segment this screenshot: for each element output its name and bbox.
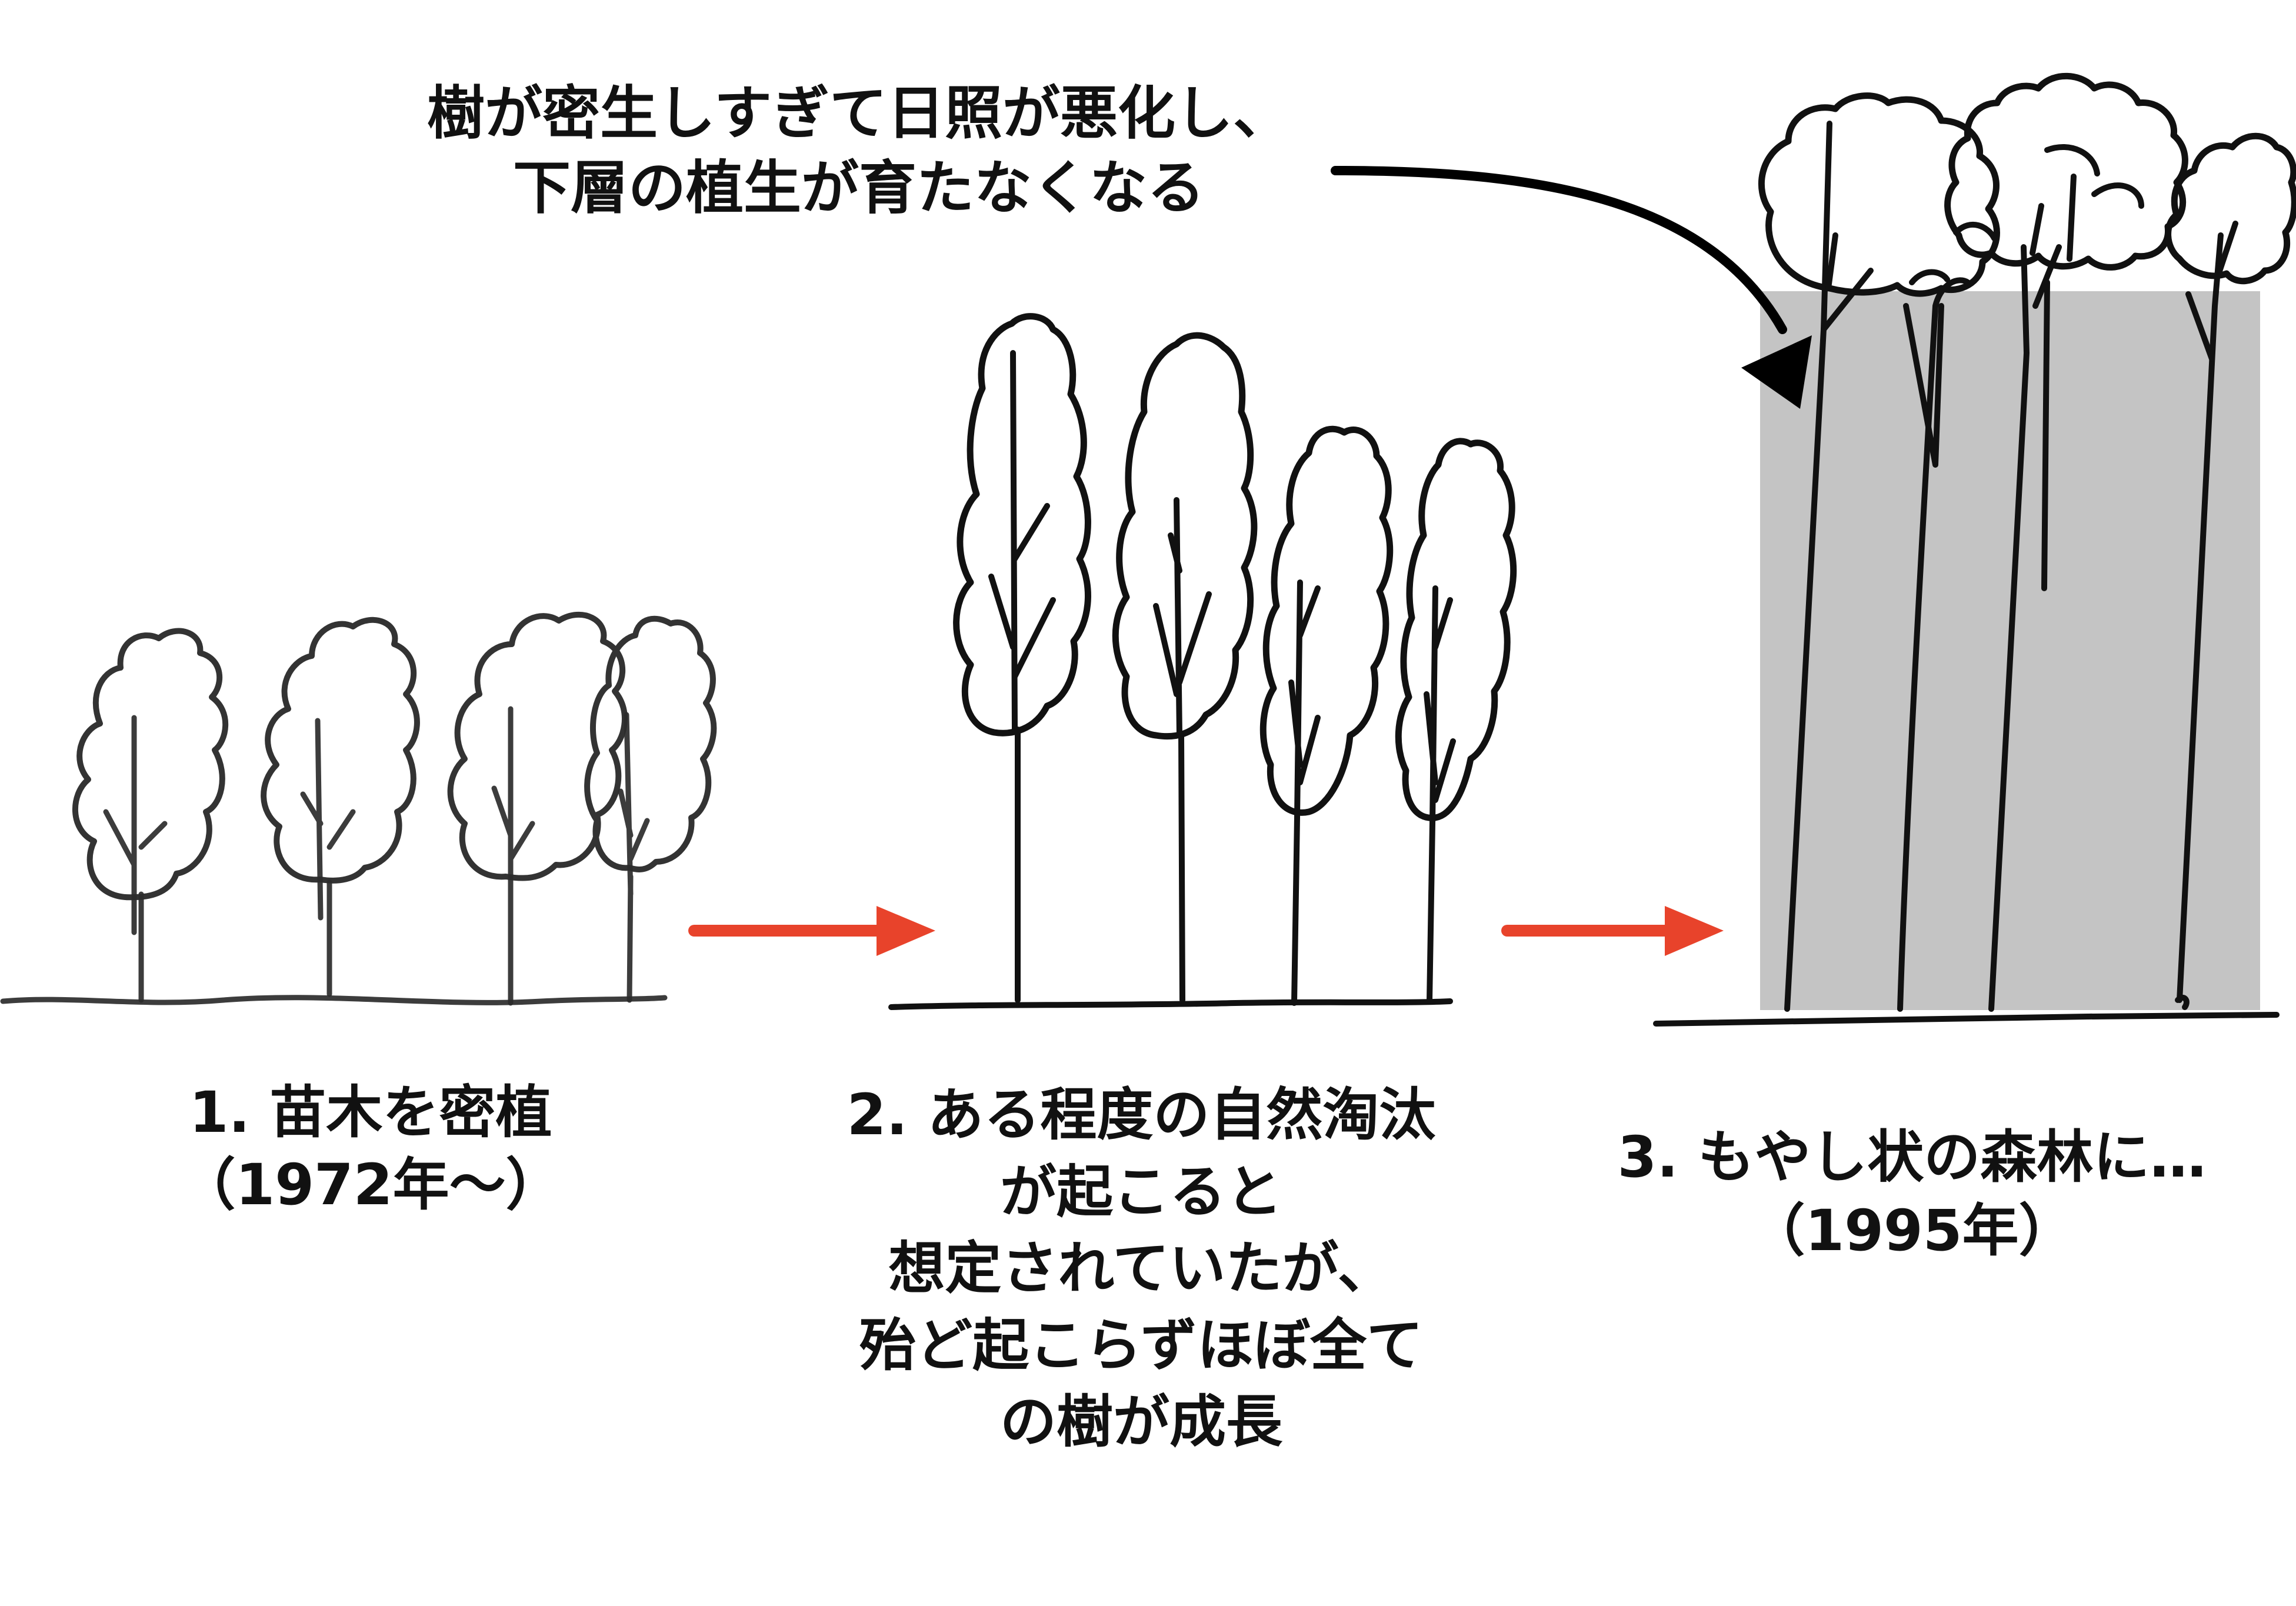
- progress-arrow-1: [688, 906, 935, 956]
- sapling-tree: [72, 628, 229, 1003]
- forest-trunk: [2177, 232, 2224, 1003]
- step-3-caption: 3. もやし状の森林に… （1995年）: [1547, 1121, 2277, 1268]
- forest-trunk: [1897, 277, 1971, 1012]
- sapling-tree: [447, 612, 628, 1006]
- step-2-line-2: が起こると: [1000, 1158, 1282, 1225]
- step-2-line-4: 殆ど起こらずほぼ全て: [859, 1312, 1424, 1378]
- forest-trunk: [1988, 244, 2030, 1012]
- grown-tree: [1112, 332, 1258, 1003]
- forest-canopy-middle: [1944, 72, 2188, 271]
- grown-tree: [1395, 438, 1517, 1004]
- stage-2-ground-line: [888, 998, 1453, 1010]
- step-2-caption: 2. ある程度の自然淘汰 が起こると 想定されていたが、 殆ど起こらずほぼ全て …: [771, 1077, 1512, 1461]
- forest-trunk: [2030, 203, 2062, 309]
- step-3-line-2: （1995年）: [1748, 1197, 2075, 1264]
- step-2-line-3: 想定されていたが、: [888, 1235, 1394, 1302]
- step-1-line-2: （1972年〜）: [179, 1151, 562, 1218]
- forest-trunk: [2185, 221, 2238, 362]
- stage-1-saplings: [0, 612, 717, 1006]
- stage-2-grown-trees: [888, 313, 1517, 1010]
- forest-trunk: [1825, 232, 1838, 291]
- forest-canopy-detail: [1909, 144, 2144, 285]
- forest-trunk: [1784, 121, 1832, 1012]
- forest-canopy-left: [1758, 92, 2000, 297]
- progress-arrow-2: [1501, 906, 1724, 956]
- stage-1-ground-line: [0, 995, 668, 1005]
- sapling-tree: [584, 615, 717, 1003]
- forest-canopy-right: [2165, 132, 2296, 285]
- callout-line-1: 樹が密生しすぎて日照が悪化し、: [426, 80, 1291, 147]
- forest-trunk: [2041, 279, 2050, 591]
- forest-trunk: [2067, 174, 2077, 262]
- stage-3-spindly-forest: [1653, 72, 2296, 1027]
- step-3-line-1: 3. もやし状の森林に…: [1617, 1124, 2207, 1190]
- step-2-line-5: の樹が成長: [1000, 1389, 1282, 1455]
- callout-line-2: 下層の植生が育たなくなる: [512, 155, 1205, 222]
- forest-trunk: [1903, 303, 1944, 468]
- forest-trunk: [1821, 268, 1874, 332]
- sapling-tree: [261, 617, 420, 997]
- step-2-line-1: 2. ある程度の自然淘汰: [847, 1082, 1436, 1148]
- step-1-caption: 1. 苗木を密植 （1972年〜）: [106, 1077, 635, 1221]
- grown-tree: [1259, 425, 1394, 1006]
- stage-3-ground-line: [1653, 1012, 2280, 1027]
- callout-annotation: 樹が密生しすぎて日照が悪化し、 下層の植生が育たなくなる: [329, 76, 1388, 226]
- grown-tree: [953, 313, 1091, 1003]
- callout-arrow: [1331, 166, 1812, 409]
- step-1-line-1: 1. 苗木を密植: [189, 1079, 552, 1145]
